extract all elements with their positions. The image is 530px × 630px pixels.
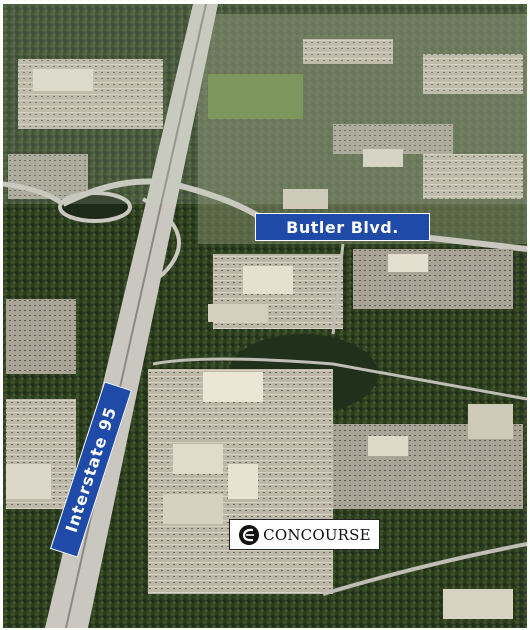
office-west-mid (8, 154, 88, 199)
aerial-photo (3, 4, 527, 628)
office-east-mid (353, 249, 513, 309)
building-west-top (33, 69, 93, 91)
lot-north-2 (423, 54, 523, 94)
lot-west-1 (6, 299, 76, 374)
road-local-1 (152, 357, 527, 401)
lawn-north (208, 74, 303, 119)
road-local-2 (322, 542, 527, 596)
concourse-wordmark: CONCOURSE (263, 525, 371, 544)
atmospheric-haze (3, 4, 527, 204)
building-central-2 (208, 304, 268, 322)
lot-north-1 (303, 39, 393, 64)
concourse-logo-sign: CONCOURSE (229, 519, 380, 550)
building-concourse-1 (203, 372, 263, 402)
building-east-mid (388, 254, 428, 272)
building-north-2 (283, 189, 328, 209)
office-southeast (443, 589, 513, 619)
ramp-west (3, 181, 65, 207)
building-north-1 (363, 149, 403, 167)
lot-north-4 (423, 154, 523, 199)
interstate-median (65, 4, 207, 628)
building-concourse-2 (173, 444, 223, 474)
road-local-3 (331, 243, 345, 335)
building-east-low-2 (468, 404, 513, 439)
building-concourse-3 (228, 464, 258, 499)
butler-blvd-label: Butler Blvd. (255, 213, 430, 241)
building-west-low (6, 464, 51, 499)
stylized-c-logo-icon (239, 524, 260, 545)
building-central-1 (243, 266, 293, 294)
building-east-low-1 (368, 436, 408, 456)
building-concourse-4 (163, 494, 223, 524)
